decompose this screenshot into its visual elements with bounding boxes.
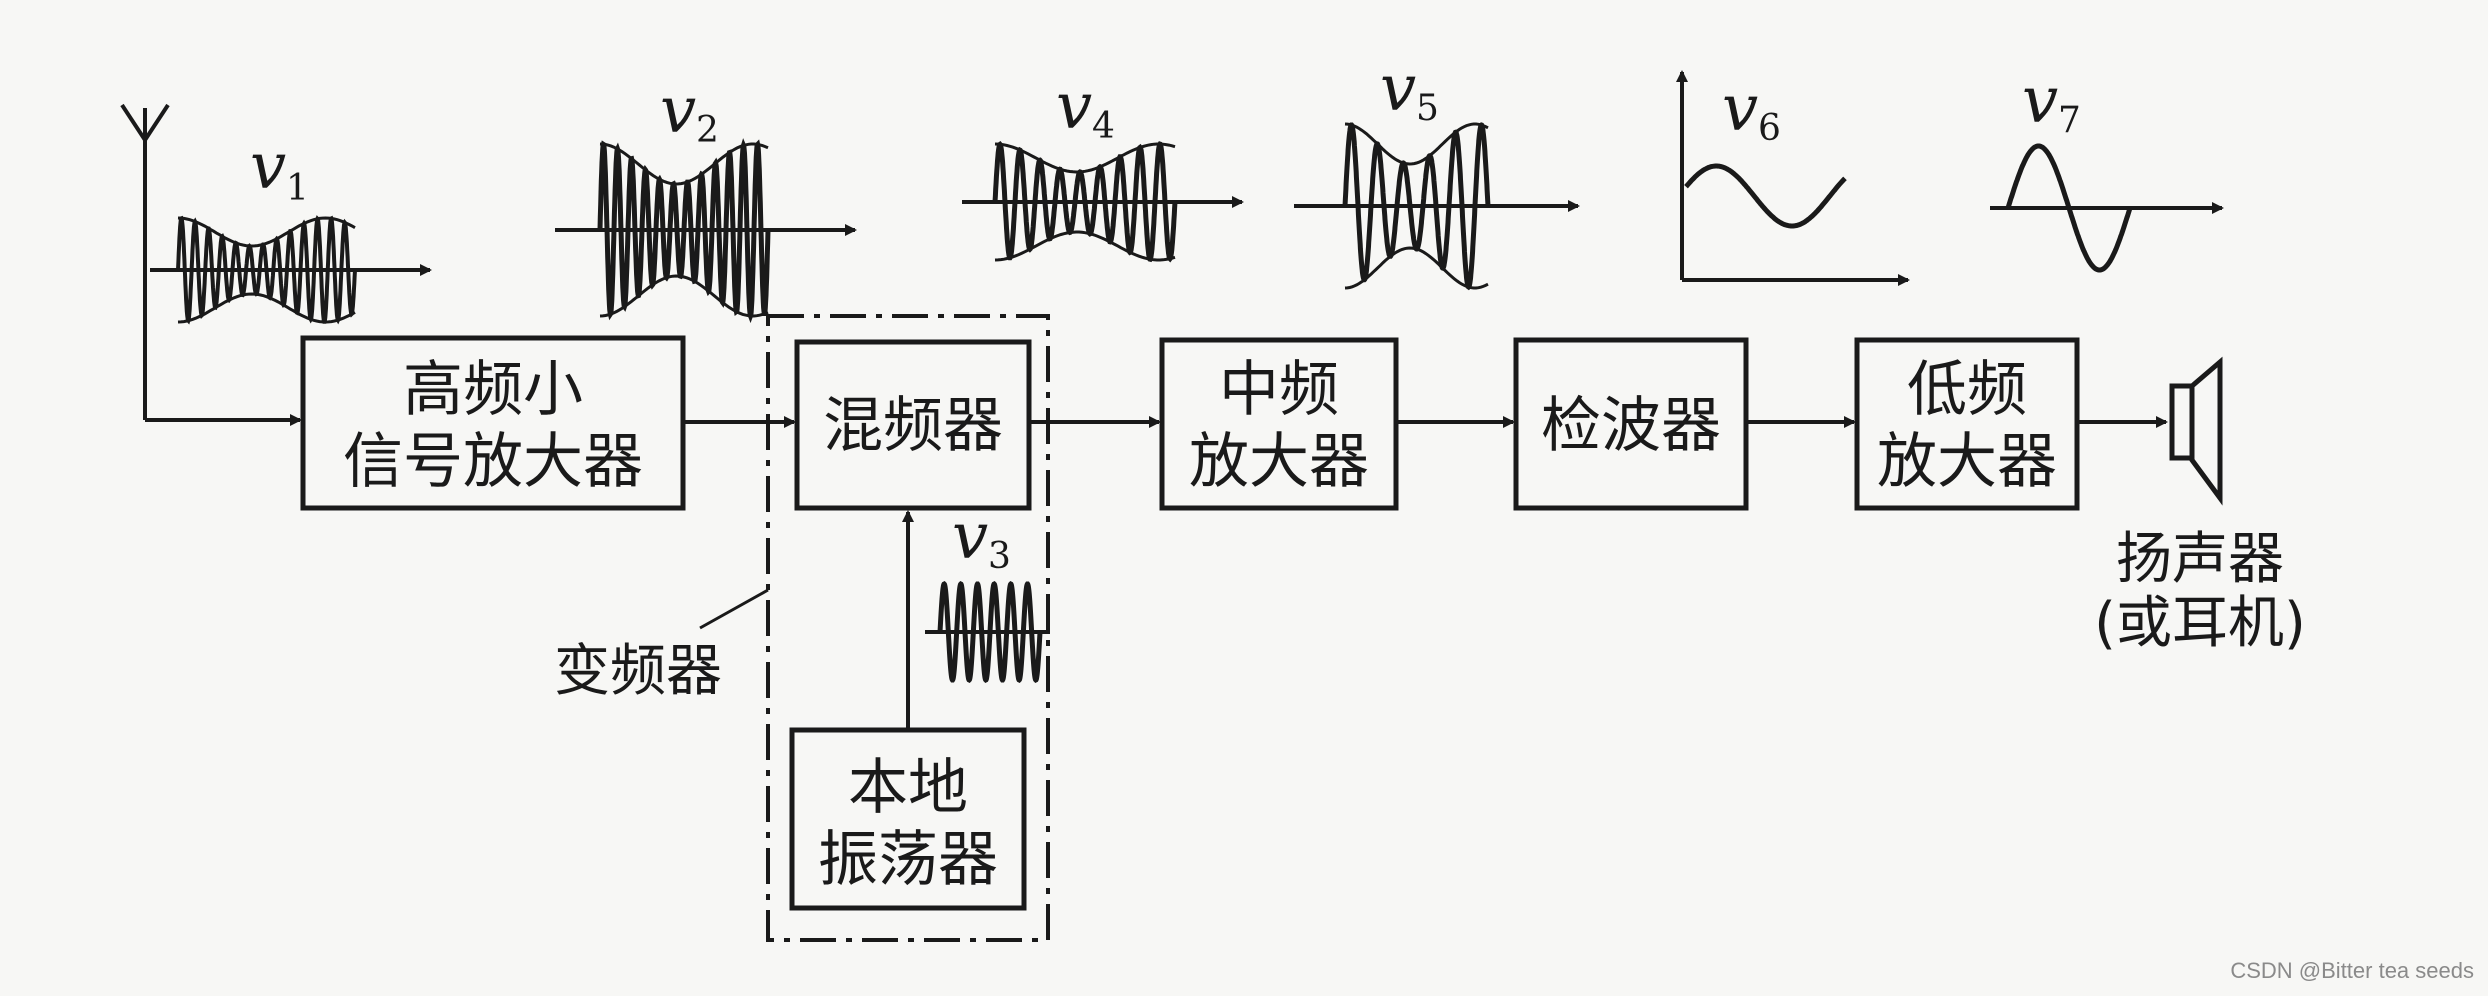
speaker-icon [2169,356,2223,506]
v6-symbol: v [1722,72,1758,146]
v2-waveform [597,138,771,324]
v7-symbol: v [2022,64,2058,138]
v1-envelope-bottom [177,292,356,324]
v3-waveform [937,580,1043,684]
antenna-icon [120,103,170,420]
v1-waveform [176,215,357,325]
v4-envelope-top [994,142,1176,174]
speaker-label-1: 扬声器 [2116,527,2284,592]
converter-leader-line [699,588,769,630]
v4-symbol: v [1056,70,1092,144]
v7-subscript: 7 [2058,100,2081,141]
af-amp-label-1: 低频 [1907,355,2027,425]
signal-label-v3: v 3 [952,500,1011,577]
v4-subscript: 4 [1092,106,1115,147]
waveforms [176,122,2133,684]
signal-label-v6: v 6 [1722,72,1781,149]
v6-waveform [1684,163,1847,229]
v5-envelope-top [1344,122,1489,166]
v3-symbol: v [952,500,988,574]
converter-label: 变频器 [554,639,722,704]
v5-subscript: 5 [1416,88,1439,129]
watermark: CSDN @Bitter tea seeds [2230,958,2474,983]
v3-subscript: 3 [988,536,1011,577]
v2-envelope-top [599,142,769,186]
local-osc-label-1: 本地 [848,753,968,823]
block-local-oscillator: 本地 振荡器 [789,727,1027,911]
signal-label-v5: v 5 [1380,52,1439,129]
detector-label: 检波器 [1541,391,1721,461]
local-osc-label-2: 振荡器 [818,825,998,895]
block-if-amplifier: 中频 放大器 [1159,337,1399,511]
v5-envelope-bottom [1344,246,1489,290]
v2-envelope-bottom [599,274,769,318]
signal-label-v4: v 4 [1056,70,1115,147]
v7-waveform [2005,143,2133,273]
signal-label-v2: v 2 [660,74,719,151]
signal-label-v1: v 1 [250,130,309,209]
connections [145,414,2168,730]
v5-symbol: v [1380,52,1416,126]
v6-subscript: 6 [1758,108,1781,149]
block-mixer: 混频器 [794,339,1032,511]
if-amp-label-1: 中频 [1219,355,1339,425]
signal-label-v7: v 7 [2022,64,2081,141]
v1-symbol: v [250,130,286,204]
v4-envelope-bottom [994,230,1176,262]
block-detector: 检波器 [1513,337,1749,511]
af-amp-label-2: 放大器 [1877,427,2057,497]
mixer-label: 混频器 [823,391,1003,461]
v1-envelope-top [177,216,356,248]
rf-amp-label-1: 高频小 [403,355,583,425]
rf-amp-label-2: 信号放大器 [343,427,643,497]
speaker-label-2: (或耳机) [2094,591,2306,656]
if-amp-label-2: 放大器 [1189,427,1369,497]
block-rf-amplifier: 高频小 信号放大器 [300,335,686,511]
converter-enclosure [766,314,1050,942]
block-af-amplifier: 低频 放大器 [1854,337,2080,511]
v2-symbol: v [660,74,696,148]
v2-subscript: 2 [696,110,719,151]
v1-subscript: 1 [286,168,309,209]
v4-waveform [992,140,1178,263]
